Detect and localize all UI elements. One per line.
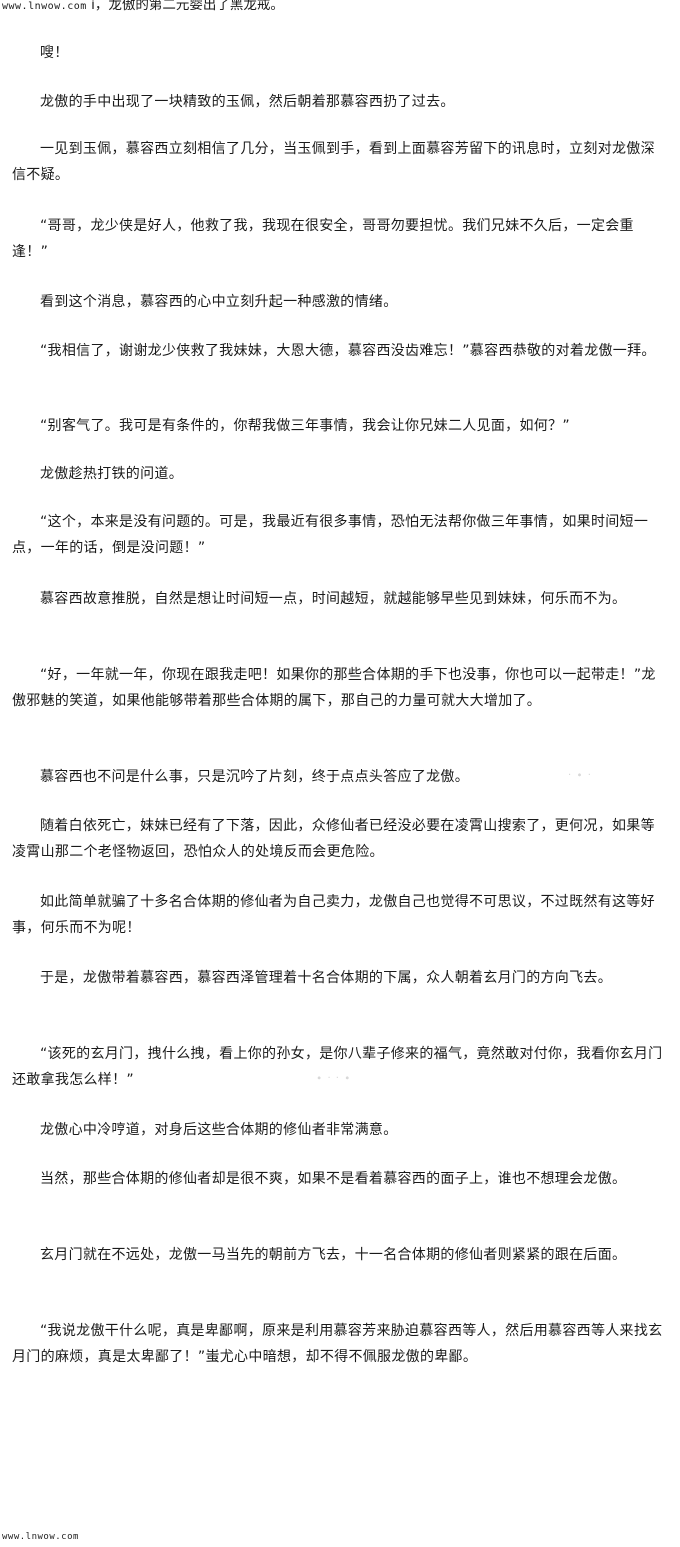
paragraph: 如此简单就骗了十多名合体期的修仙者为自己卖力，龙傲自己也觉得不可思议，不过既然有… xyxy=(12,894,655,936)
paragraph: 随着白依死亡，妹妹已经有了下落，因此，众修仙者已经没必要在凌霄山搜索了，更何况，… xyxy=(12,818,655,860)
paragraph: “我相信了，谢谢龙少侠救了我妹妹，大恩大德，慕容西没齿难忘！”慕容西恭敬的对着龙… xyxy=(40,343,656,359)
paragraph: 当然，那些合体期的修仙者却是很不爽，如果不是看着慕容西的面子上，谁也不想理会龙傲… xyxy=(40,1171,627,1187)
scan-smudge: · ∙ · xyxy=(568,770,592,781)
paragraph: 看到这个消息，慕容西的心中立刻升起一种感激的情绪。 xyxy=(40,294,398,310)
paragraph: 龙傲趁热打铁的问道。 xyxy=(40,466,183,482)
footer-site-url: www.lnwow.com xyxy=(2,1532,79,1542)
paragraph: “我说龙傲干什么呢，真是卑鄙啊，原来是利用慕容芳来胁迫慕容西等人，然后用慕容西等… xyxy=(12,1323,663,1365)
paragraph: 慕容西也不问是什么事，只是沉吟了片刻，终于点点头答应了龙傲。 xyxy=(40,769,469,785)
paragraph: 慕容西故意推脱，自然是想让时间短一点，时间越短，就越能够早些见到妹妹，何乐而不为… xyxy=(40,591,627,607)
header-text: i，龙傲的第二元婴出了黑龙戒。 xyxy=(91,0,284,13)
paragraph: 龙傲的手中出现了一块精致的玉佩，然后朝着那慕容西扔了过去。 xyxy=(40,94,455,110)
paragraph: “好，一年就一年，你现在跟我走吧！如果你的那些合体期的手下也没事，你也可以一起带… xyxy=(12,667,656,709)
paragraph: 一见到玉佩，慕容西立刻相信了几分，当玉佩到手，看到上面慕容芳留下的讯息时，立刻对… xyxy=(12,141,655,183)
header-site-url: www.lnwow.com xyxy=(2,1,87,12)
paragraph: 玄月门就在不远处，龙傲一马当先的朝前方飞去，十一名合体期的修仙者则紧紧的跟在后面… xyxy=(40,1247,627,1263)
header-line: www.lnwow.com i，龙傲的第二元婴出了黑龙戒。 xyxy=(2,0,284,16)
paragraph: 嗖！ xyxy=(40,45,69,61)
paragraph: “别客气了。我可是有条件的，你帮我做三年事情，我会让你兄妹二人见面，如何？” xyxy=(40,418,570,434)
paragraph: “该死的玄月门，拽什么拽，看上你的孙女，是你八辈子修来的福气，竟然敢对付你，我看… xyxy=(12,1046,663,1088)
paragraph: 于是，龙傲带着慕容西，慕容西泽管理着十名合体期的下属，众人朝着玄月门的方向飞去。 xyxy=(40,970,612,986)
paragraph: 龙傲心中冷哼道，对身后这些合体期的修仙者非常满意。 xyxy=(40,1122,398,1138)
paragraph: “这个，本来是没有问题的。可是，我最近有很多事情，恐怕无法帮你做三年事情，如果时… xyxy=(12,514,649,556)
paragraph: “哥哥，龙少侠是好人，他救了我，我现在很安全，哥哥勿要担忧。我们兄妹不久后，一定… xyxy=(12,218,634,260)
scan-smudge: ∙ · · ∙ xyxy=(316,1073,352,1084)
